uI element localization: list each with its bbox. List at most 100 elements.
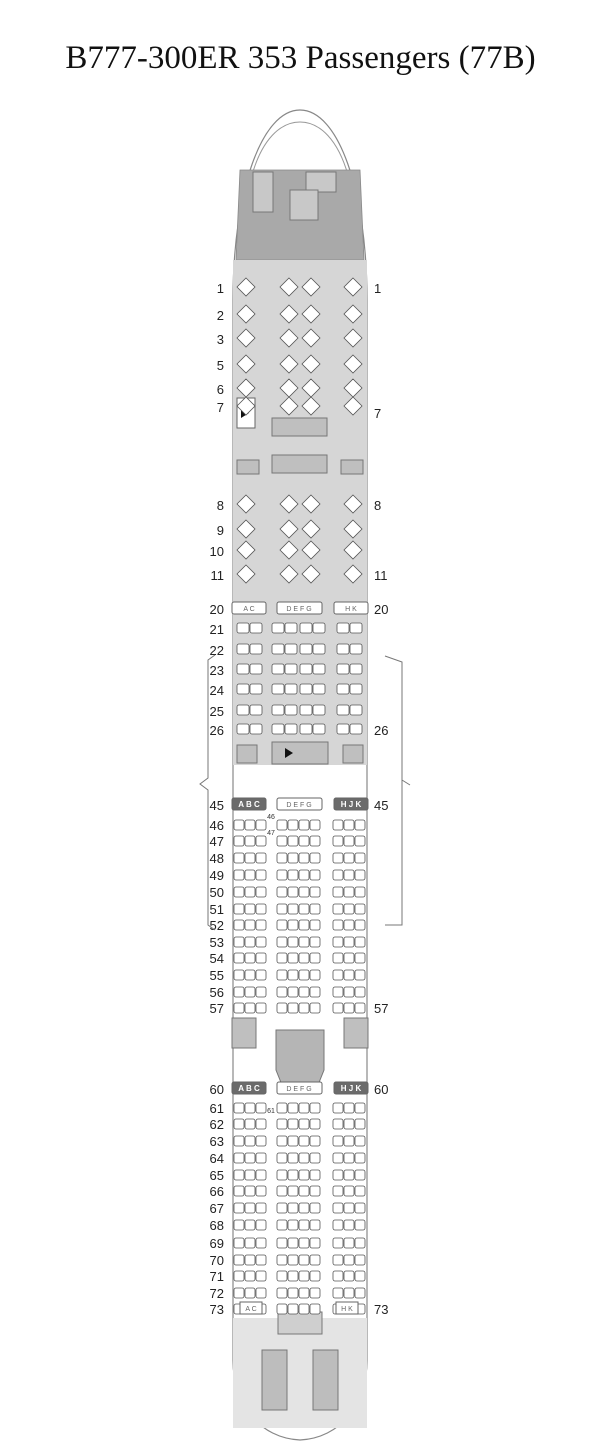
seat bbox=[301, 328, 321, 348]
seat bbox=[354, 1002, 366, 1014]
seat bbox=[244, 1002, 256, 1014]
seat bbox=[336, 622, 350, 634]
seat bbox=[298, 1169, 310, 1181]
seat bbox=[298, 936, 310, 948]
economy-aft-right-letters: H J K bbox=[341, 1084, 362, 1093]
row-number-left: 5 bbox=[217, 358, 224, 373]
seat bbox=[249, 683, 263, 695]
seat bbox=[309, 869, 321, 881]
seat bbox=[336, 663, 350, 675]
row-number-left: 47 bbox=[210, 834, 224, 849]
seat bbox=[298, 1102, 310, 1114]
seat bbox=[298, 903, 310, 915]
seat bbox=[233, 903, 245, 915]
seat bbox=[276, 903, 288, 915]
seat bbox=[343, 519, 363, 539]
seat bbox=[255, 1202, 267, 1214]
seat bbox=[244, 903, 256, 915]
seat bbox=[233, 1135, 245, 1147]
row-number-left: 67 bbox=[210, 1201, 224, 1216]
seat bbox=[298, 919, 310, 931]
seat bbox=[287, 936, 299, 948]
seat bbox=[349, 622, 363, 634]
seat bbox=[233, 919, 245, 931]
seat bbox=[343, 1169, 355, 1181]
seat bbox=[299, 723, 313, 735]
page-title: B777-300ER 353 Passengers (77B) bbox=[65, 40, 536, 76]
row-number-left: 69 bbox=[210, 1236, 224, 1251]
row-number-left: 22 bbox=[210, 643, 224, 658]
row-number-right: 11 bbox=[374, 568, 388, 583]
seat bbox=[343, 819, 355, 831]
seat bbox=[233, 1287, 245, 1299]
row-number-left: 10 bbox=[210, 544, 224, 559]
seat bbox=[255, 969, 267, 981]
premium-left-header bbox=[231, 601, 267, 615]
seat bbox=[279, 519, 299, 539]
seat bbox=[343, 304, 363, 324]
row-number-left: 71 bbox=[210, 1269, 224, 1284]
seat bbox=[301, 519, 321, 539]
row-number-left: 65 bbox=[210, 1168, 224, 1183]
economy-aft-right-header bbox=[333, 1081, 369, 1095]
row-number-left: 24 bbox=[210, 683, 224, 698]
row-number-right: 60 bbox=[374, 1082, 388, 1097]
seat bbox=[343, 494, 363, 514]
seat bbox=[276, 1135, 288, 1147]
seat bbox=[343, 869, 355, 881]
seat bbox=[354, 919, 366, 931]
seat bbox=[343, 1237, 355, 1249]
seat bbox=[255, 1118, 267, 1130]
seat bbox=[309, 1202, 321, 1214]
seat bbox=[299, 683, 313, 695]
seat bbox=[343, 969, 355, 981]
seat bbox=[309, 1270, 321, 1282]
seat bbox=[287, 819, 299, 831]
seat bbox=[336, 704, 350, 716]
seat bbox=[255, 1237, 267, 1249]
seat bbox=[271, 663, 285, 675]
seat bbox=[284, 622, 298, 634]
row-number-left: 1 bbox=[217, 281, 224, 296]
seat bbox=[298, 886, 310, 898]
economy-forward-middle-header bbox=[276, 797, 323, 811]
seat bbox=[343, 1152, 355, 1164]
lavatory bbox=[342, 744, 364, 764]
seat bbox=[287, 835, 299, 847]
seat bbox=[309, 835, 321, 847]
row-number-left: 53 bbox=[210, 935, 224, 950]
seat bbox=[276, 1185, 288, 1197]
row-number-left: 72 bbox=[210, 1286, 224, 1301]
seat bbox=[298, 835, 310, 847]
premium-middle-letters: D E F G bbox=[286, 606, 311, 613]
seat bbox=[279, 540, 299, 560]
seat bbox=[343, 1270, 355, 1282]
seat bbox=[309, 1219, 321, 1231]
row-73-left-seats bbox=[239, 1301, 263, 1315]
seat bbox=[233, 1185, 245, 1197]
seat bbox=[244, 1237, 256, 1249]
seat bbox=[332, 886, 344, 898]
seat bbox=[301, 277, 321, 297]
row-number-left: 48 bbox=[210, 851, 224, 866]
row-number-right: 7 bbox=[374, 406, 381, 421]
row-number-left: 2 bbox=[217, 308, 224, 323]
seat bbox=[255, 936, 267, 948]
seat bbox=[287, 869, 299, 881]
seat bbox=[276, 952, 288, 964]
seat bbox=[312, 683, 326, 695]
seat bbox=[287, 886, 299, 898]
stairs bbox=[271, 741, 329, 765]
seat bbox=[233, 1002, 245, 1014]
seat bbox=[236, 663, 250, 675]
seat bbox=[349, 723, 363, 735]
seat bbox=[287, 969, 299, 981]
seat bbox=[309, 1118, 321, 1130]
economy-forward-right-header bbox=[333, 797, 369, 811]
seat bbox=[298, 1152, 310, 1164]
seat bbox=[298, 1270, 310, 1282]
seat bbox=[309, 1002, 321, 1014]
row-number-right: 20 bbox=[374, 602, 388, 617]
seat bbox=[309, 1169, 321, 1181]
row-number-left: 60 bbox=[210, 1082, 224, 1097]
